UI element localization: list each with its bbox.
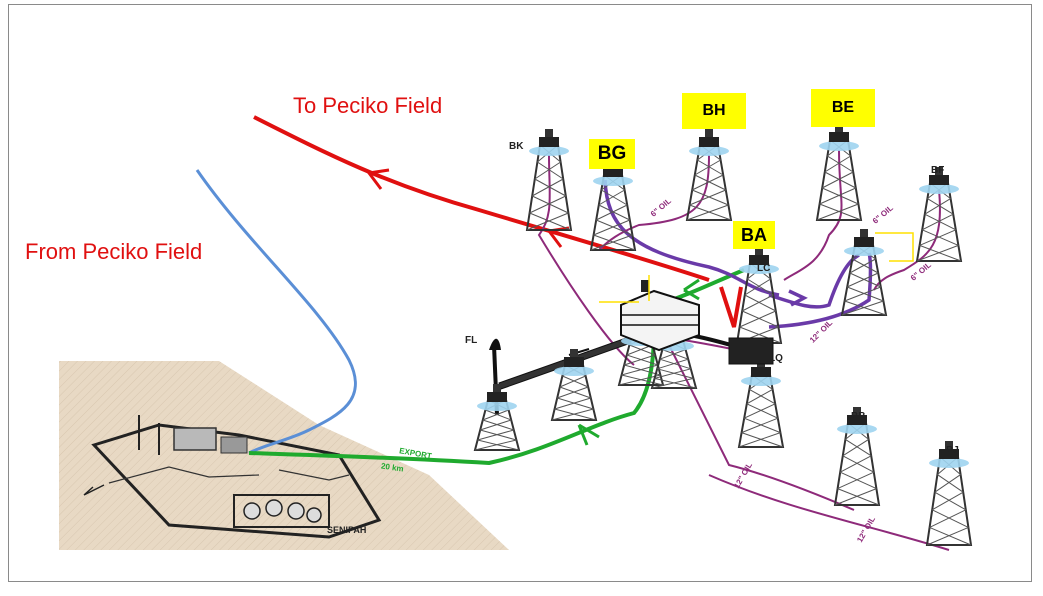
platform-label-bk: BK bbox=[509, 141, 523, 152]
platform-label-bb: BB bbox=[851, 411, 865, 422]
pipeline-diagram bbox=[9, 5, 1032, 582]
from-field-label: From Peciko Field bbox=[25, 239, 202, 265]
callout-bh: BH bbox=[682, 93, 746, 129]
terminal-block bbox=[221, 437, 247, 453]
platform-label-bj: BJ bbox=[946, 445, 959, 456]
platform-label-bf: BF bbox=[931, 165, 944, 176]
red-v-mark bbox=[721, 287, 741, 327]
diagram-frame: To Peciko Field From Peciko Field BH BE … bbox=[8, 4, 1032, 582]
callout-be: BE bbox=[811, 89, 875, 127]
to-field-label: To Peciko Field bbox=[293, 93, 442, 119]
tower-bj bbox=[927, 441, 971, 545]
tower-mid bbox=[552, 349, 596, 420]
callout-ba: BA bbox=[733, 221, 775, 249]
storage-tank bbox=[266, 500, 282, 516]
platform-label-lq: LQ bbox=[769, 353, 783, 364]
tower-fl-leg bbox=[475, 384, 519, 450]
storage-tank bbox=[288, 503, 304, 519]
tower-lq bbox=[739, 359, 783, 447]
tower-bg bbox=[591, 159, 635, 250]
yellow-bracket bbox=[875, 233, 913, 261]
red-pipeline bbox=[254, 117, 709, 280]
callout-bg: BG bbox=[589, 139, 635, 169]
terminal-building bbox=[174, 428, 216, 450]
platform-label-fl: FL bbox=[465, 335, 477, 346]
platform-label-lc: LC bbox=[757, 263, 770, 274]
terminal-label-senipah: SENIPAH bbox=[327, 525, 366, 535]
storage-tank bbox=[307, 508, 321, 522]
storage-tank bbox=[244, 503, 260, 519]
